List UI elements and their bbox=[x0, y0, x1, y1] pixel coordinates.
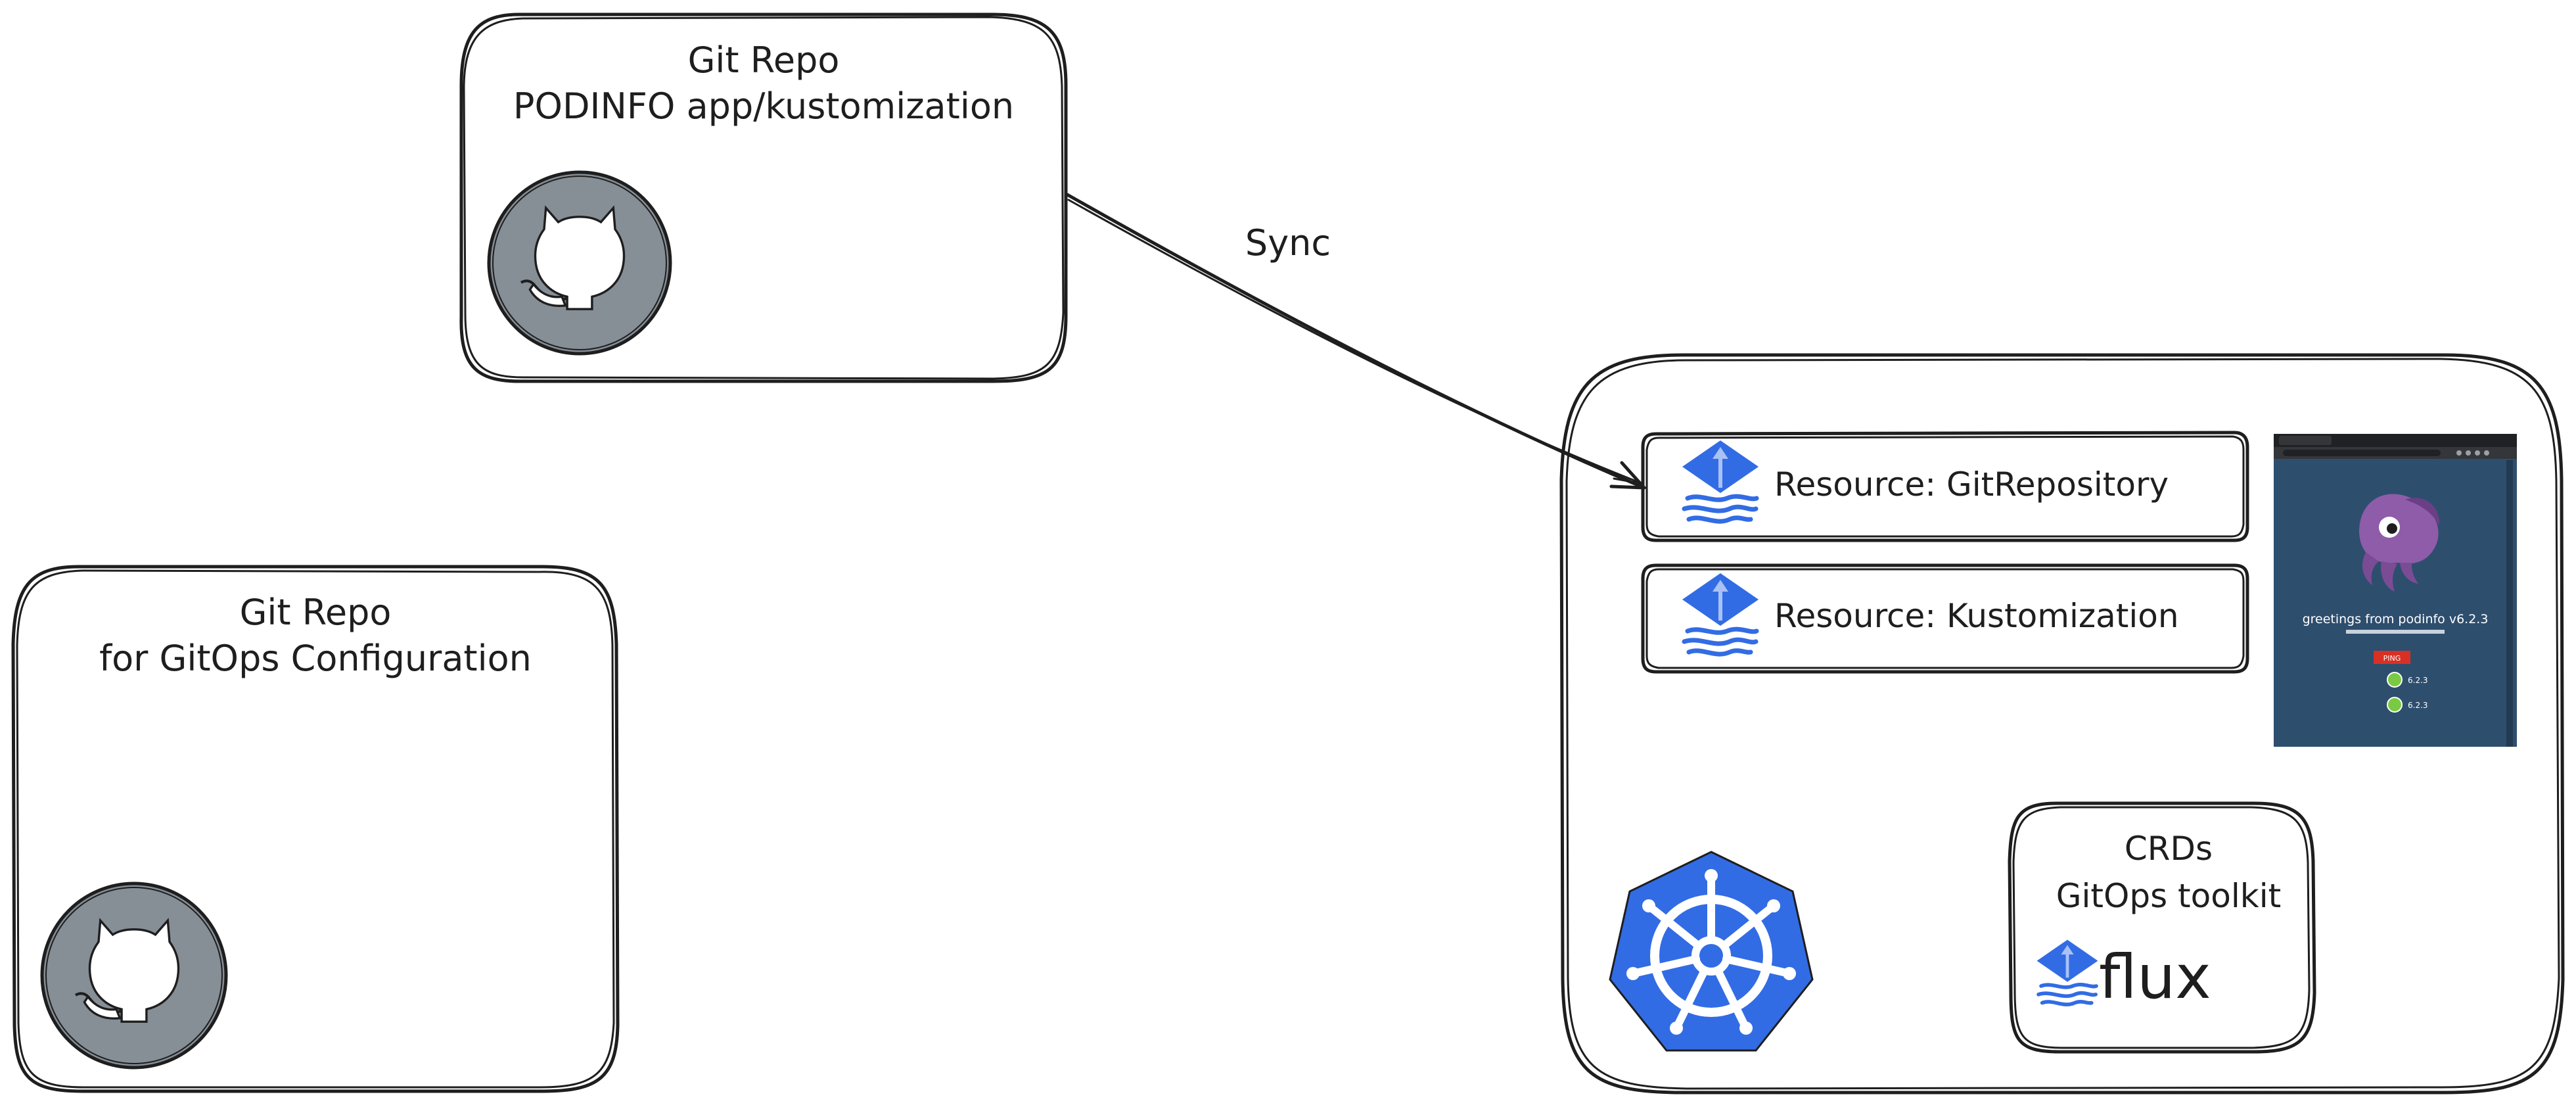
version-check-icon bbox=[2387, 697, 2403, 713]
podinfo-repo-box: Git Repo PODINFO app/kustomization bbox=[459, 12, 1068, 383]
resource-gitrepository-box: Resource: GitRepository bbox=[1641, 431, 2249, 542]
cluster-box: Resource: GitRepository Resource: Kustom… bbox=[1559, 353, 2565, 1095]
podinfo-repo-subtitle: PODINFO app/kustomization bbox=[513, 85, 1014, 127]
resource-gitrepository-label: Resource: GitRepository bbox=[1774, 465, 2169, 504]
podinfo-greeting: greetings from podinfo v6.2.3 bbox=[2303, 612, 2489, 626]
podinfo-mascot-icon bbox=[2359, 494, 2440, 592]
crds-title: CRDs bbox=[2125, 830, 2213, 868]
github-icon bbox=[487, 170, 672, 356]
podinfo-version-1: 6.2.3 bbox=[2408, 676, 2428, 685]
ping-button[interactable] bbox=[2374, 651, 2410, 664]
kubernetes-icon bbox=[1609, 851, 1814, 1052]
podinfo-version-2: 6.2.3 bbox=[2408, 701, 2428, 710]
github-icon bbox=[40, 882, 228, 1070]
flux-logo-text: flux bbox=[2099, 942, 2211, 1012]
sync-arrow-label: Sync bbox=[1245, 222, 1331, 264]
gitops-config-repo-box: Git Repo for GitOps Configuration bbox=[11, 565, 620, 1093]
gitops-config-repo-title: Git Repo bbox=[240, 592, 392, 633]
flux-icon bbox=[2037, 940, 2098, 1004]
flux-logo: flux bbox=[2037, 940, 2211, 1012]
crds-subtitle: GitOps toolkit bbox=[2056, 877, 2281, 915]
resource-kustomization-box: Resource: Kustomization bbox=[1641, 563, 2249, 674]
gitops-config-repo-subtitle: for GitOps Configuration bbox=[99, 638, 532, 679]
sync-arrow: Sync bbox=[1065, 193, 1646, 490]
flux-icon bbox=[1682, 440, 1759, 521]
ping-button-label: PING bbox=[2383, 654, 2401, 663]
version-check-icon bbox=[2387, 672, 2403, 688]
crds-box: CRDs GitOps toolkit flux bbox=[2008, 801, 2316, 1054]
flux-icon bbox=[1682, 573, 1759, 654]
podinfo-repo-title: Git Repo bbox=[688, 39, 840, 81]
podinfo-screenshot: greetings from podinfo v6.2.3 PING 6.2.3… bbox=[2274, 434, 2517, 747]
resource-kustomization-label: Resource: Kustomization bbox=[1774, 597, 2179, 635]
